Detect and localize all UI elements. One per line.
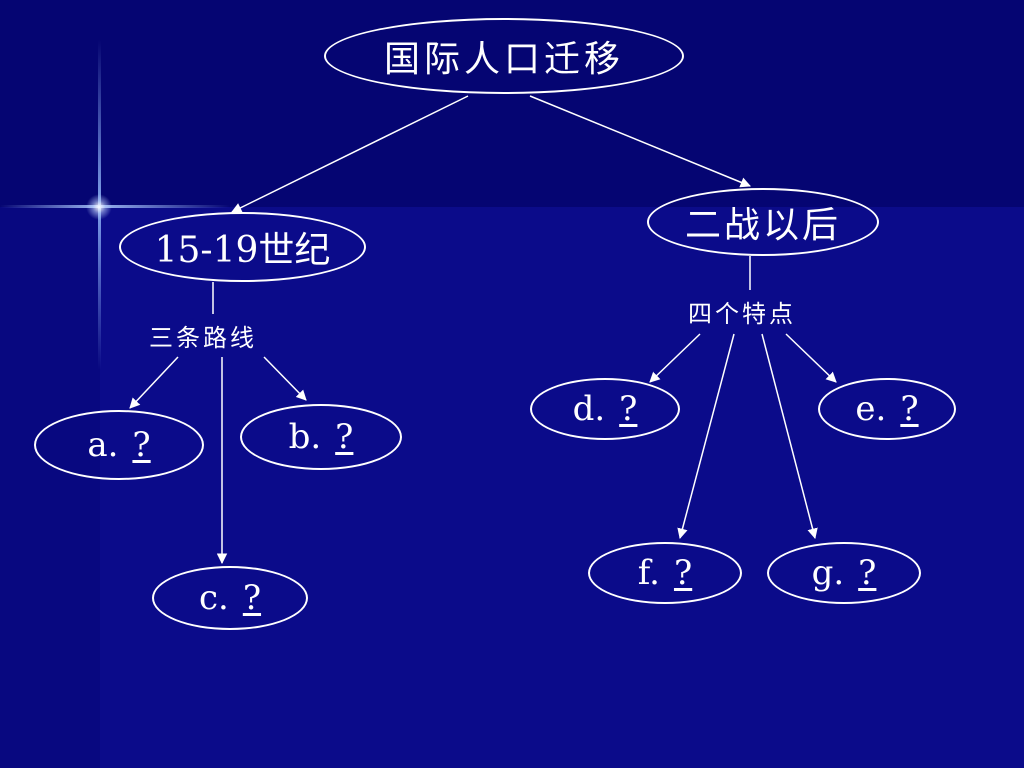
answer-node-f: f. ? <box>588 542 742 604</box>
light-flare-horizontal <box>0 205 230 208</box>
answer-node-g: g. ? <box>767 542 921 604</box>
left-sub-label: 三条路线 <box>149 324 257 352</box>
answer-blank-c: ? <box>242 578 262 618</box>
arrow-to-g <box>761 333 818 540</box>
left-branch-label: 15-19世纪 <box>154 230 331 271</box>
answer-letter-a: a. <box>87 425 119 465</box>
answer-node-a: a. ? <box>34 410 204 480</box>
answer-node-b: b. ? <box>240 404 402 470</box>
arrow-to-a <box>129 356 179 409</box>
answer-letter-g: g. <box>811 553 845 593</box>
light-flare-center <box>86 194 112 220</box>
answer-letter-c: c. <box>198 578 229 618</box>
answer-letter-e: e. <box>855 389 887 429</box>
answer-node-c: c. ? <box>152 566 308 630</box>
right-sub-label: 四个特点 <box>688 300 796 328</box>
arrow-to-d <box>649 333 701 383</box>
left-band-background <box>0 207 100 768</box>
root-to-right-arrow <box>529 95 751 188</box>
left-branch-node: 15-19世纪 <box>119 212 366 282</box>
right-branch-label: 二战以后 <box>684 205 841 246</box>
root-node: 国际人口迁移 <box>324 18 684 94</box>
root-to-left-arrow <box>231 95 469 213</box>
answer-letter-f: f. <box>637 553 660 593</box>
answer-letter-b: b. <box>288 417 322 457</box>
answer-node-e: e. ? <box>818 378 956 440</box>
answer-blank-g: ? <box>858 553 877 593</box>
root-label: 国际人口迁移 <box>383 39 624 80</box>
answer-blank-f: ? <box>673 553 693 593</box>
answer-blank-d: ? <box>619 389 638 429</box>
answer-blank-a: ? <box>132 425 151 465</box>
answer-blank-b: ? <box>335 417 354 457</box>
arrow-to-f <box>677 333 735 540</box>
answer-blank-e: ? <box>900 389 919 429</box>
right-branch-node: 二战以后 <box>647 188 879 256</box>
answer-node-d: d. ? <box>530 378 680 440</box>
arrow-to-e <box>785 333 837 383</box>
arrow-to-b <box>263 356 307 401</box>
answer-letter-d: d. <box>572 389 606 429</box>
